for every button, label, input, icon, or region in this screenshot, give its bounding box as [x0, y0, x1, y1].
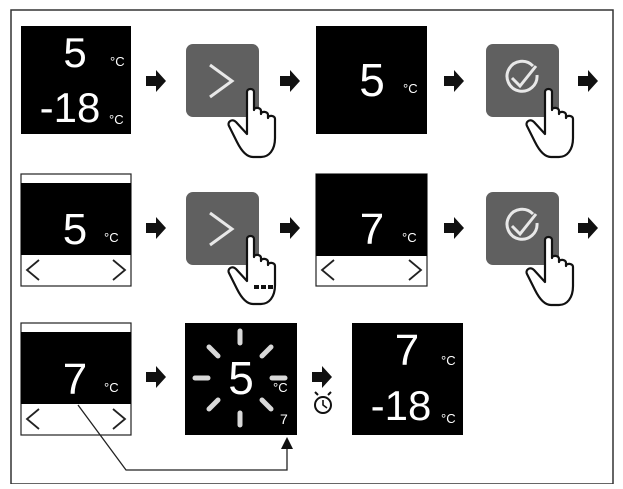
- confirm-button[interactable]: [486, 44, 559, 117]
- hold-indicator: [254, 285, 273, 289]
- chevron-left-icon: [320, 259, 335, 281]
- freezer-unit: °C: [441, 411, 456, 426]
- next-button[interactable]: [186, 192, 259, 265]
- chevron-right-icon: [112, 259, 127, 281]
- display-dual-zone-initial: 5 °C -18 °C: [21, 26, 131, 134]
- fridge-unit: °C: [104, 230, 119, 245]
- display-fridge-edit-new: 7 °C: [20, 322, 132, 436]
- fridge-unit: °C: [441, 353, 456, 368]
- freezer-temp: -18: [40, 84, 101, 131]
- blinking-temp: 5: [228, 352, 254, 404]
- chevron-left-icon: [25, 259, 40, 281]
- chevron-right-icon: [209, 211, 235, 247]
- fridge-temp: 5: [359, 54, 385, 106]
- fridge-unit: °C: [110, 54, 125, 69]
- fridge-temp: 7: [395, 326, 419, 375]
- fridge-temp: 7: [360, 205, 384, 254]
- display-blinking: 5 °C 7: [185, 323, 297, 435]
- display-fridge-new-value: 7 °C: [315, 173, 428, 287]
- chevron-right-icon: [112, 408, 127, 430]
- flow-connector: [77, 404, 293, 471]
- fridge-unit: °C: [403, 81, 418, 96]
- freezer-unit: °C: [109, 112, 124, 127]
- freezer-temp: -18: [371, 382, 432, 429]
- check-circle-icon: [505, 207, 539, 241]
- next-button[interactable]: [186, 44, 259, 117]
- fridge-temp: 5: [63, 29, 86, 76]
- confirm-button[interactable]: [486, 192, 559, 265]
- display-fridge-selected: 5 °C: [316, 26, 427, 134]
- fridge-temp: 5: [63, 205, 87, 254]
- blink-rays: [192, 328, 288, 428]
- chevron-left-icon: [25, 408, 40, 430]
- display-dual-zone-final: 7 °C -18 °C: [352, 323, 463, 435]
- corner-value: 7: [280, 411, 288, 427]
- clock-icon: [314, 391, 332, 414]
- blinking-unit: °C: [273, 380, 288, 395]
- fridge-temp: 7: [63, 355, 87, 404]
- chevron-right-icon: [209, 63, 235, 99]
- check-circle-icon: [505, 59, 539, 93]
- fridge-unit: °C: [104, 380, 119, 395]
- fridge-unit: °C: [402, 230, 417, 245]
- display-fridge-edit: 5 °C: [20, 173, 132, 287]
- chevron-right-icon: [408, 259, 423, 281]
